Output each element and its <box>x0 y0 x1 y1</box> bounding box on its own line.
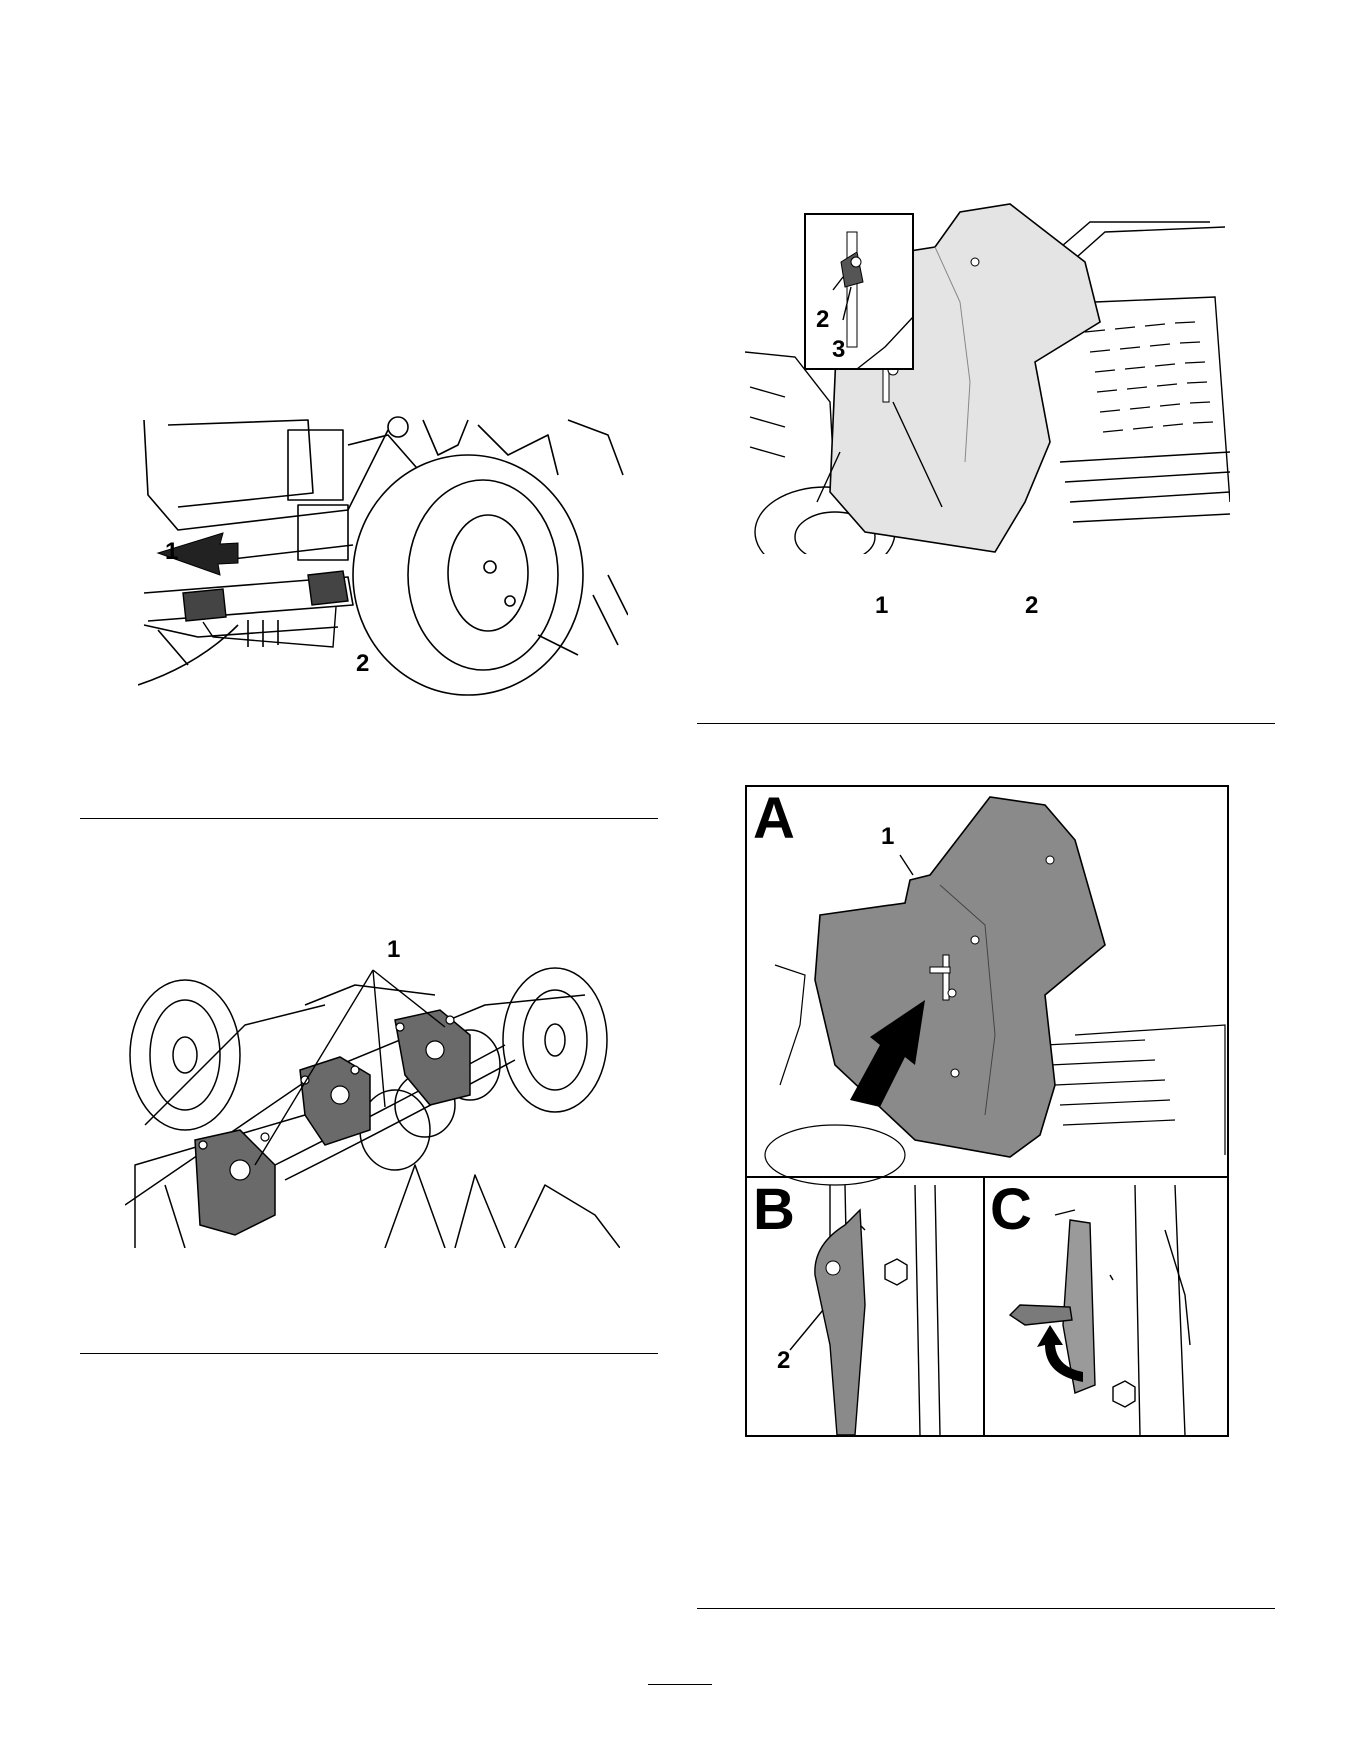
callout-2-inset: 2 <box>816 308 829 332</box>
callout-1: 1 <box>387 938 400 962</box>
callout-1: 1 <box>875 594 888 618</box>
figure-right-top: 2 3 1 2 <box>745 202 1230 554</box>
panel-label-c: C <box>990 1181 1032 1239</box>
panel-label-a: A <box>753 790 795 848</box>
callout-2: 2 <box>356 652 369 676</box>
callout-3-inset: 3 <box>832 338 845 362</box>
panel-label-b: B <box>753 1181 795 1239</box>
figure-right-bottom: A B C 1 2 <box>745 785 1229 1437</box>
figure-left-top: 1 2 <box>138 415 628 707</box>
figure-left-mid: 1 <box>125 965 620 1248</box>
divider-right-2 <box>697 1608 1275 1609</box>
cover-latch-illustration <box>745 202 1230 554</box>
divider-right-1 <box>697 723 1275 724</box>
machine-rear-illustration <box>138 415 628 707</box>
divider-left-1 <box>80 818 658 819</box>
crankshaft-bearing-illustration <box>125 965 620 1248</box>
divider-left-2 <box>80 1353 658 1354</box>
callout-2: 2 <box>1025 594 1038 618</box>
page-number-rule <box>648 1684 712 1685</box>
callout-1: 1 <box>165 540 178 564</box>
callout-2: 2 <box>777 1349 790 1373</box>
latch-steps-illustration <box>745 785 1229 1437</box>
callout-1: 1 <box>881 825 894 849</box>
